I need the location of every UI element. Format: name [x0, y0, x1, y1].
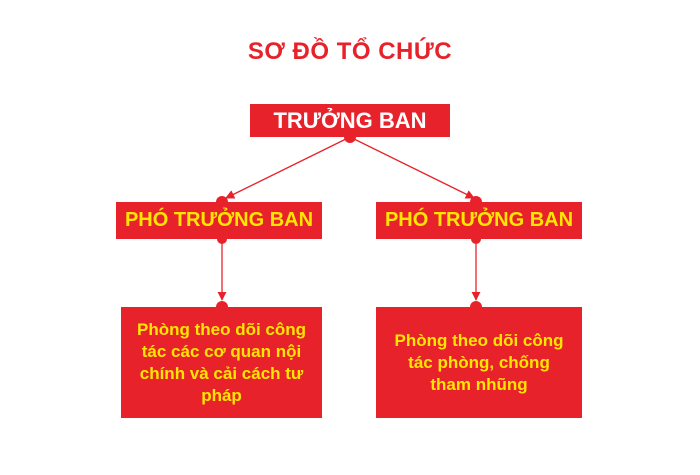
connector-head-to-deputy-1 [225, 136, 351, 199]
deputy-box-1: PHÓ TRƯỞNG BAN [116, 202, 322, 239]
department-label-2: Phòng theo dõi công tác phòng, chống tha… [394, 330, 564, 394]
department-box-2: Phòng theo dõi công tác phòng, chống tha… [376, 307, 582, 418]
department-label-1: Phòng theo dõi công tác các cơ quan nội … [136, 319, 307, 405]
head-box: TRƯỞNG BAN [250, 104, 450, 137]
chart-title: SƠ ĐỒ TỔ CHỨC [247, 38, 453, 65]
deputy-label-2: PHÓ TRƯỞNG BAN [384, 209, 574, 231]
head-label: TRƯỞNG BAN [273, 107, 427, 133]
department-box-1: Phòng theo dõi công tác các cơ quan nội … [121, 307, 322, 418]
deputy-box-2: PHÓ TRƯỞNG BAN [376, 202, 582, 239]
deputy-label-1: PHÓ TRƯỞNG BAN [124, 209, 314, 231]
connector-head-to-deputy-2 [349, 136, 475, 199]
